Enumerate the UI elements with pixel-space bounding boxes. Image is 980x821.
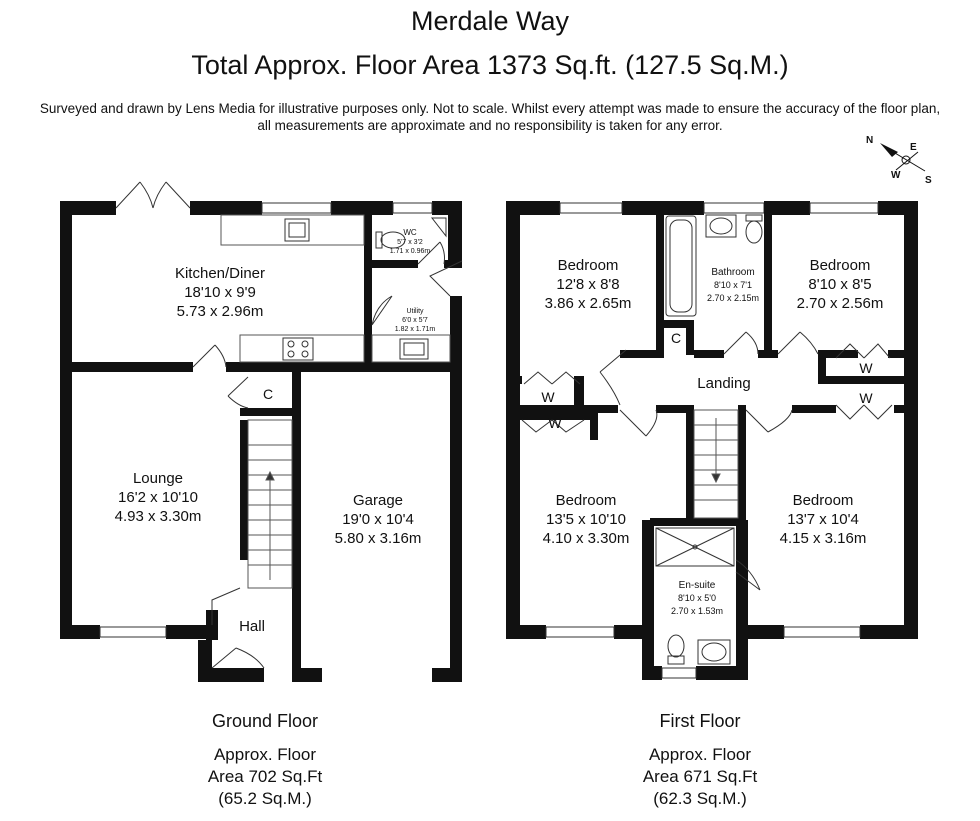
bedroom-nw-name: Bedroom [558,257,619,274]
hob-icon [282,337,314,361]
first-floor-caption: First Floor Approx. Floor Area 671 Sq.Ft… [600,710,800,810]
first-area-line-2: Area 671 Sq.Ft [642,767,758,786]
wc-name: WC [403,228,417,237]
compass-icon: N E S W [866,135,932,186]
landing-name: Landing [697,375,750,392]
french-doors-icon [115,181,191,209]
compass-e: E [910,142,917,153]
bathroom-imperial: 8'10 x 7'1 [714,280,752,290]
bedroom-sw-imperial: 13'5 x 10'10 [546,511,626,528]
wc-imperial: 5'7 x 3'2 [397,239,423,246]
bedroom-se-name: Bedroom [793,492,854,509]
bedroom-sw-name: Bedroom [556,492,617,509]
ground-cupboard-label: C [263,386,273,402]
utility-imperial: 6'0 x 5'7 [402,317,428,324]
bathroom-name: Bathroom [711,267,754,278]
kitchen-sink-icon [284,218,310,242]
ensuite-toilet-icon [667,634,685,665]
bedroom-nw-imperial: 12'8 x 8'8 [556,276,619,293]
compass-n: N [866,135,873,146]
bedroom-sw-metric: 4.10 x 3.30m [543,530,630,547]
first-internal-walls [506,201,918,526]
compass-s: S [925,175,932,186]
first-floor-title: First Floor [659,711,741,731]
wc-metric: 1.71 x 0.96m [390,248,431,255]
kitchen-metric: 5.73 x 2.96m [177,303,264,320]
kitchen-name: Kitchen/Diner [175,265,265,282]
shower-icon [655,527,735,567]
ground-area-line-3: (65.2 Sq.M.) [218,789,312,808]
garage-imperial: 19'0 x 10'4 [342,511,414,528]
ensuite-metric: 2.70 x 1.53m [671,606,723,616]
ensuite-imperial: 8'10 x 5'0 [678,593,716,603]
first-stairs [693,409,739,519]
first-door-swings [599,331,819,591]
kitchen-counters [220,214,451,363]
wc-basin-icon [430,217,447,238]
wardrobe-label-4: W [859,390,873,406]
bathroom-metric: 2.70 x 2.15m [707,293,759,303]
ground-floor-plan: Kitchen/Diner 18'10 x 9'9 5.73 x 2.96m W… [60,181,463,682]
disclaimer: Surveyed and drawn by Lens Media for ill… [0,100,980,134]
ground-internal-walls [60,201,462,682]
first-outer-walls [506,201,918,680]
bathroom-basin-icon [705,214,737,238]
ground-door-swings [192,241,463,669]
ground-outer-walls [60,201,462,682]
ground-windows [99,202,433,638]
utility-sink-icon [399,338,429,360]
first-windows [545,202,879,679]
wardrobe-label-1: W [541,389,555,405]
hall-name: Hall [239,618,265,635]
first-floor-plan: Bedroom 12'8 x 8'8 3.86 x 2.65m Bathroom… [506,201,918,680]
ground-floor-title: Ground Floor [211,711,319,731]
compass-w: W [891,170,901,181]
wardrobe-label-2: W [548,415,562,431]
first-cupboard-label: C [671,330,681,346]
first-area-line-3: (62.3 Sq.M.) [653,789,747,808]
ensuite-name: En-suite [679,580,716,591]
garage-name: Garage [353,492,403,509]
lounge-metric: 4.93 x 3.30m [115,508,202,525]
first-area-line-1: Approx. Floor [648,745,752,764]
bedroom-se-imperial: 13'7 x 10'4 [787,511,859,528]
wardrobe-doors [521,343,893,433]
utility-metric: 1.82 x 1.71m [395,326,436,333]
bathroom-toilet-icon [745,214,763,244]
bath-icon [665,215,697,317]
bedroom-ne-metric: 2.70 x 2.56m [797,295,884,312]
bedroom-ne-imperial: 8'10 x 8'5 [808,276,871,293]
utility-name: Utility [406,308,424,315]
garage-metric: 5.80 x 3.16m [335,530,422,547]
ground-area-line-2: Area 702 Sq.Ft [207,767,323,786]
bedroom-nw-metric: 3.86 x 2.65m [545,295,632,312]
wc-toilet-icon [375,231,406,249]
ensuite-basin-icon [697,639,731,665]
lounge-imperial: 16'2 x 10'10 [118,489,198,506]
disclaimer-line-1: Surveyed and drawn by Lens Media for ill… [39,101,941,116]
ground-area-line-1: Approx. Floor [213,745,317,764]
ground-floor-caption: Ground Floor Approx. Floor Area 702 Sq.F… [165,710,365,810]
kitchen-imperial: 18'10 x 9'9 [184,284,256,301]
lounge-name: Lounge [133,470,183,487]
property-title: Merdale Way [410,6,570,36]
disclaimer-line-2: all measurements are approximate and no … [257,118,723,133]
wardrobe-label-3: W [859,360,873,376]
bedroom-se-metric: 4.15 x 3.16m [780,530,867,547]
ground-stairs [247,419,293,589]
bedroom-ne-name: Bedroom [810,257,871,274]
total-floor-area: Total Approx. Floor Area 1373 Sq.ft. (12… [191,50,789,80]
